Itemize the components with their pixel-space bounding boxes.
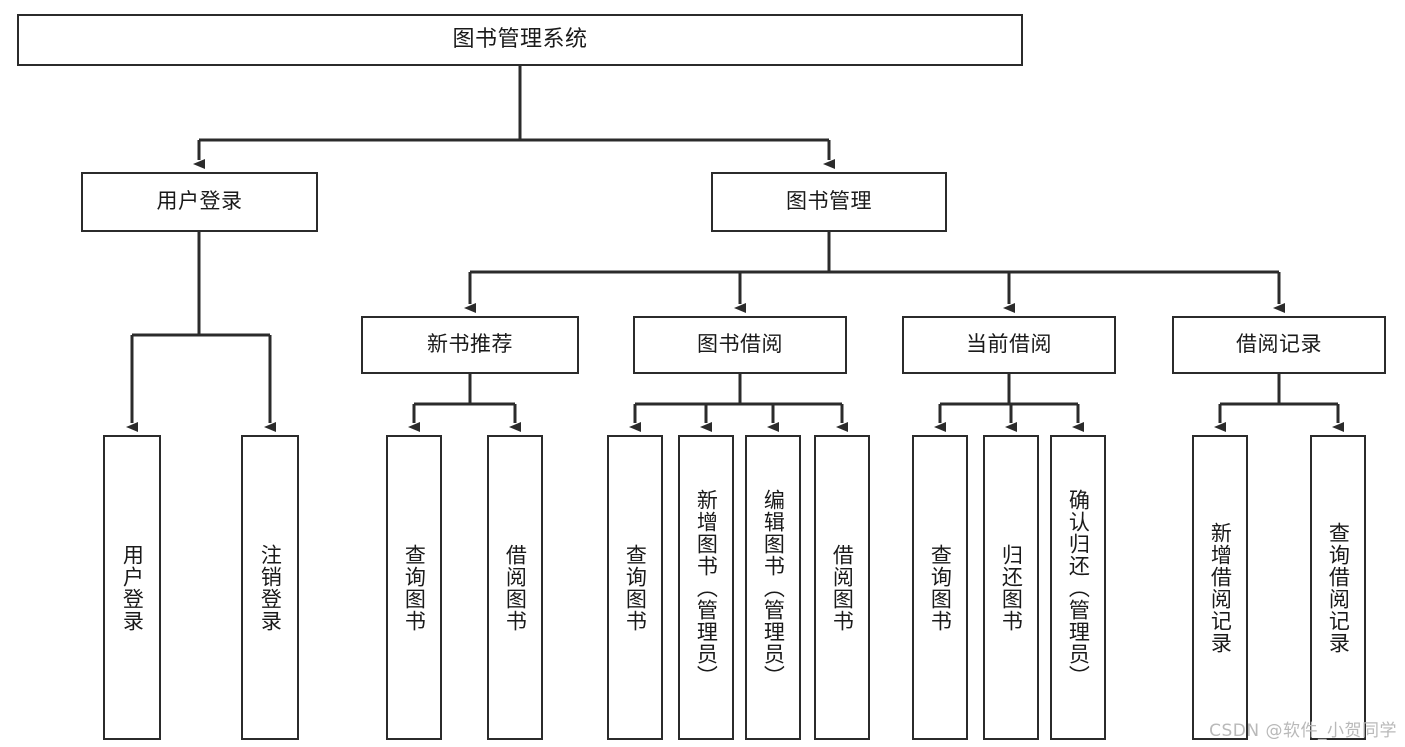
node-leaf-return-book-label: 归还图书 [999,543,1024,632]
node-current-borrow[interactable]: 当前借阅 [902,316,1116,374]
node-leaf-borrow-books-2-label: 借阅图书 [830,543,855,632]
node-leaf-add-book-label: 新增图书（管理员） [694,488,719,687]
node-root-label: 图书管理系统 [452,26,588,52]
node-leaf-query-books-2-label: 查询图书 [623,543,648,632]
node-leaf-edit-book-label: 编辑图书（管理员） [761,488,786,687]
node-leaf-query-books-3-label: 查询图书 [928,543,953,632]
node-leaf-confirm-return[interactable]: 确认归还（管理员） [1050,435,1106,740]
node-book-manage[interactable]: 图书管理 [711,172,947,232]
node-leaf-add-record[interactable]: 新增借阅记录 [1192,435,1248,740]
node-book-borrow[interactable]: 图书借阅 [633,316,847,374]
node-leaf-logout-label: 注销登录 [258,543,283,632]
node-borrow-record-label: 借阅记录 [1236,332,1322,357]
node-current-borrow-label: 当前借阅 [966,332,1052,357]
node-user-login-label: 用户登录 [156,189,243,214]
node-leaf-add-book[interactable]: 新增图书（管理员） [678,435,734,740]
node-user-login[interactable]: 用户登录 [81,172,318,232]
node-leaf-return-book[interactable]: 归还图书 [983,435,1039,740]
node-leaf-query-books-2[interactable]: 查询图书 [607,435,663,740]
node-book-borrow-label: 图书借阅 [697,332,783,357]
node-leaf-user-login-label: 用户登录 [120,543,145,632]
node-leaf-confirm-return-label: 确认归还（管理员） [1066,488,1091,687]
node-new-book-recommend[interactable]: 新书推荐 [361,316,579,374]
node-borrow-record[interactable]: 借阅记录 [1172,316,1386,374]
node-leaf-user-login[interactable]: 用户登录 [103,435,161,740]
node-leaf-query-record[interactable]: 查询借阅记录 [1310,435,1366,740]
node-leaf-query-books-1-label: 查询图书 [402,543,427,632]
node-leaf-edit-book[interactable]: 编辑图书（管理员） [745,435,801,740]
node-leaf-borrow-books-1-label: 借阅图书 [503,543,528,632]
node-book-manage-label: 图书管理 [786,189,872,214]
node-new-book-recommend-label: 新书推荐 [427,332,513,357]
node-leaf-query-books-3[interactable]: 查询图书 [912,435,968,740]
node-leaf-query-books-1[interactable]: 查询图书 [386,435,442,740]
node-leaf-logout[interactable]: 注销登录 [241,435,299,740]
node-leaf-borrow-books-2[interactable]: 借阅图书 [814,435,870,740]
node-leaf-query-record-label: 查询借阅记录 [1326,521,1351,654]
node-leaf-borrow-books-1[interactable]: 借阅图书 [487,435,543,740]
node-root[interactable]: 图书管理系统 [17,14,1023,66]
node-leaf-add-record-label: 新增借阅记录 [1208,521,1233,654]
watermark: CSDN @软件_小贺同学 [1209,721,1397,741]
